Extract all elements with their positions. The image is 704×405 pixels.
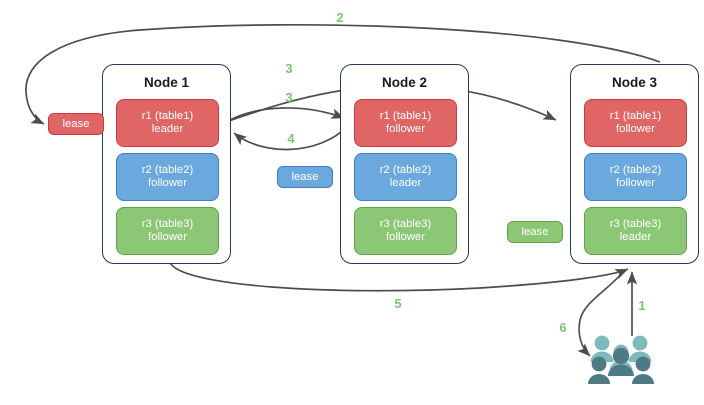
node-container-1[interactable]: Node 1 r1 (table1) leader r2 (table2) fo…	[102, 64, 231, 264]
replica-role: leader	[151, 123, 184, 135]
replica-r1-node2[interactable]: r1 (table1) follower	[354, 99, 457, 147]
replica-role: follower	[616, 123, 655, 135]
replica-name: r3 (table3)	[141, 217, 194, 230]
lease-badge-table3[interactable]: lease	[507, 221, 563, 243]
lease-badge-table2[interactable]: lease	[277, 166, 333, 188]
replica-name: r1 (table1)	[609, 109, 662, 122]
step-label-2: 2	[336, 10, 344, 25]
step-label-6: 6	[559, 320, 567, 335]
replica-r3-node1[interactable]: r3 (table3) follower	[116, 207, 219, 255]
arrow-step-3-lower	[225, 107, 345, 123]
lease-label: lease	[62, 118, 90, 130]
node-container-2[interactable]: Node 2 r1 (table1) follower r2 (table2) …	[340, 64, 469, 264]
arrow-step-5	[169, 261, 629, 292]
replica-role: follower	[148, 177, 187, 189]
replica-r2-node3[interactable]: r2 (table2) follower	[584, 153, 687, 201]
node-container-3[interactable]: Node 3 r1 (table1) follower r2 (table2) …	[570, 64, 699, 264]
replica-name: r3 (table3)	[379, 217, 432, 230]
replica-r2-node2[interactable]: r2 (table2) leader	[354, 153, 457, 201]
replica-role: follower	[148, 231, 187, 243]
replica-name: r2 (table2)	[141, 163, 194, 176]
step-label-4: 4	[287, 131, 295, 146]
users-group-icon	[588, 333, 660, 389]
replica-role: follower	[616, 177, 655, 189]
replica-r3-node3[interactable]: r3 (table3) leader	[584, 207, 687, 255]
node-title: Node 2	[381, 75, 427, 90]
lease-label: lease	[291, 171, 319, 183]
arrow-step-6	[577, 270, 625, 357]
step-label-1: 1	[638, 298, 646, 313]
replica-role: follower	[386, 123, 425, 135]
replica-role: follower	[386, 231, 425, 243]
replica-name: r1 (table1)	[379, 109, 432, 122]
replica-r2-node1[interactable]: r2 (table2) follower	[116, 153, 219, 201]
step-label-3-lower: 3	[285, 90, 293, 105]
replica-name: r2 (table2)	[379, 163, 432, 176]
replica-name: r3 (table3)	[609, 217, 662, 230]
node-title: Node 1	[143, 75, 189, 90]
step-label-5: 5	[394, 296, 402, 311]
replica-r1-node3[interactable]: r1 (table1) follower	[584, 99, 687, 147]
replica-role: leader	[619, 231, 652, 243]
arrow-step-2	[25, 23, 661, 125]
replica-name: r1 (table1)	[141, 109, 194, 122]
node-title: Node 3	[611, 75, 657, 90]
replica-name: r2 (table2)	[609, 163, 662, 176]
lease-badge-table1[interactable]: lease	[48, 113, 104, 135]
step-label-3-upper: 3	[285, 61, 293, 76]
replica-r1-node1[interactable]: r1 (table1) leader	[116, 99, 219, 147]
lease-label: lease	[521, 226, 549, 238]
arrow-step-4	[233, 125, 349, 151]
replica-role: leader	[389, 177, 422, 189]
replica-r3-node2[interactable]: r3 (table3) follower	[354, 207, 457, 255]
